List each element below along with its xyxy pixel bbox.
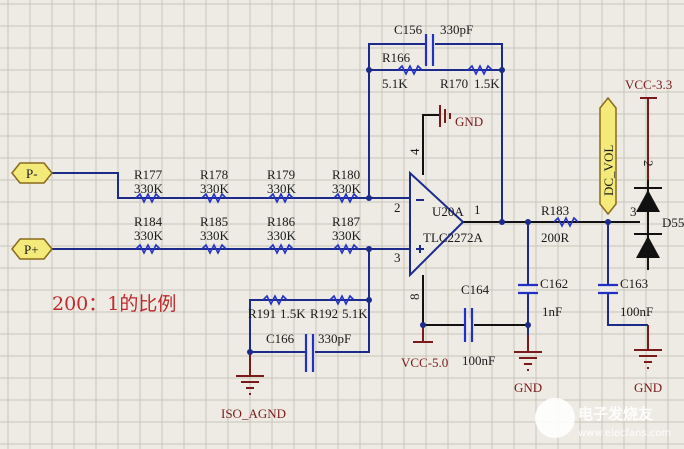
resistor-r192 [329, 294, 355, 306]
svg-text:GND: GND [455, 114, 483, 129]
ratio-annotation: 200：1的比例 [52, 293, 176, 315]
svg-text:3: 3 [630, 204, 637, 219]
svg-text:电子发烧友: 电子发烧友 [578, 405, 653, 423]
svg-text:R192: R192 [310, 306, 338, 321]
resistor-r170 [467, 64, 493, 76]
svg-text:C164: C164 [461, 282, 490, 297]
svg-text:1nF: 1nF [542, 304, 562, 319]
svg-text:5.1K: 5.1K [382, 76, 408, 91]
resistor-r178 [201, 192, 227, 204]
svg-text:R184: R184 [134, 214, 163, 229]
svg-text:GND: GND [634, 380, 662, 395]
svg-text:2: 2 [394, 200, 401, 215]
resistor-r186 [268, 243, 294, 255]
svg-text:5.1K: 5.1K [342, 306, 368, 321]
capacitor-c156 [424, 34, 435, 66]
port-dc-vol[interactable]: DC_VOL [599, 96, 617, 216]
svg-text:R179: R179 [267, 167, 295, 182]
resistor-r180 [333, 192, 359, 204]
capacitor-c162 [518, 283, 538, 295]
svg-text:R183: R183 [541, 203, 569, 218]
port-label: DC_VOL [601, 145, 616, 196]
svg-text:R186: R186 [267, 214, 296, 229]
svg-text:3: 3 [394, 250, 401, 265]
svg-text:330K: 330K [134, 228, 164, 243]
svg-text:100nF: 100nF [620, 304, 653, 319]
resistor-r166 [397, 64, 423, 76]
port-p-plus[interactable]: P+ [11, 238, 53, 260]
svg-text:330K: 330K [134, 181, 164, 196]
resistor-r179 [268, 192, 294, 204]
svg-text:R180: R180 [332, 167, 360, 182]
resistor-r184 [135, 243, 161, 255]
port-p-minus[interactable]: P- [11, 162, 53, 184]
svg-text:ISO_AGND: ISO_AGND [221, 406, 286, 421]
svg-text:8: 8 [407, 294, 422, 301]
port-label: P- [26, 166, 38, 181]
svg-text:1.5K: 1.5K [474, 76, 500, 91]
svg-text:R170: R170 [440, 76, 468, 91]
svg-text:330K: 330K [200, 181, 230, 196]
svg-text:100nF: 100nF [462, 353, 495, 368]
junctions [247, 67, 611, 355]
capacitor-c164 [463, 308, 474, 342]
svg-text:330pF: 330pF [440, 22, 473, 37]
svg-text:VCC-5.0: VCC-5.0 [401, 355, 448, 370]
svg-text:R177: R177 [134, 167, 163, 182]
capacitor-c166 [304, 334, 315, 372]
svg-text:C156: C156 [394, 22, 423, 37]
watermark: 电子发烧友 www.elecfans.com [535, 398, 671, 439]
resistor-r191 [262, 294, 288, 306]
svg-text:330pF: 330pF [318, 331, 351, 346]
capacitor-c163 [598, 283, 618, 295]
svg-text:2: 2 [641, 160, 656, 167]
svg-text:1.5K: 1.5K [280, 306, 306, 321]
svg-text:200R: 200R [541, 230, 570, 245]
svg-text:R187: R187 [332, 214, 361, 229]
svg-text:330K: 330K [200, 228, 230, 243]
power-symbols [236, 97, 662, 395]
svg-text:TLC2272A: TLC2272A [423, 230, 484, 245]
resistor-r185 [201, 243, 227, 255]
svg-text:GND: GND [514, 380, 542, 395]
svg-text:R178: R178 [200, 167, 228, 182]
svg-text:330K: 330K [332, 181, 362, 196]
svg-text:1: 1 [474, 202, 481, 217]
resistor-r177 [135, 192, 161, 204]
resistor-symbols [135, 64, 579, 306]
svg-text:U20A: U20A [432, 204, 464, 219]
port-label: P+ [24, 242, 39, 257]
svg-text:330K: 330K [332, 228, 362, 243]
diode-d55 [634, 187, 662, 258]
svg-text:330K: 330K [267, 181, 297, 196]
resistor-r187 [333, 243, 359, 255]
svg-text:330K: 330K [267, 228, 297, 243]
svg-text:4: 4 [407, 148, 422, 155]
svg-text:www.elecfans.com: www.elecfans.com [578, 428, 671, 439]
svg-text:R185: R185 [200, 214, 228, 229]
svg-text:VCC-3.3: VCC-3.3 [625, 77, 672, 92]
svg-text:R166: R166 [382, 50, 411, 65]
svg-text:C166: C166 [266, 331, 295, 346]
svg-text:C162: C162 [540, 276, 568, 291]
svg-text:C163: C163 [620, 276, 648, 291]
resistor-r183 [553, 216, 579, 228]
svg-text:D55: D55 [662, 215, 684, 230]
svg-text:R191: R191 [248, 306, 276, 321]
opamp-u20a [409, 170, 465, 278]
